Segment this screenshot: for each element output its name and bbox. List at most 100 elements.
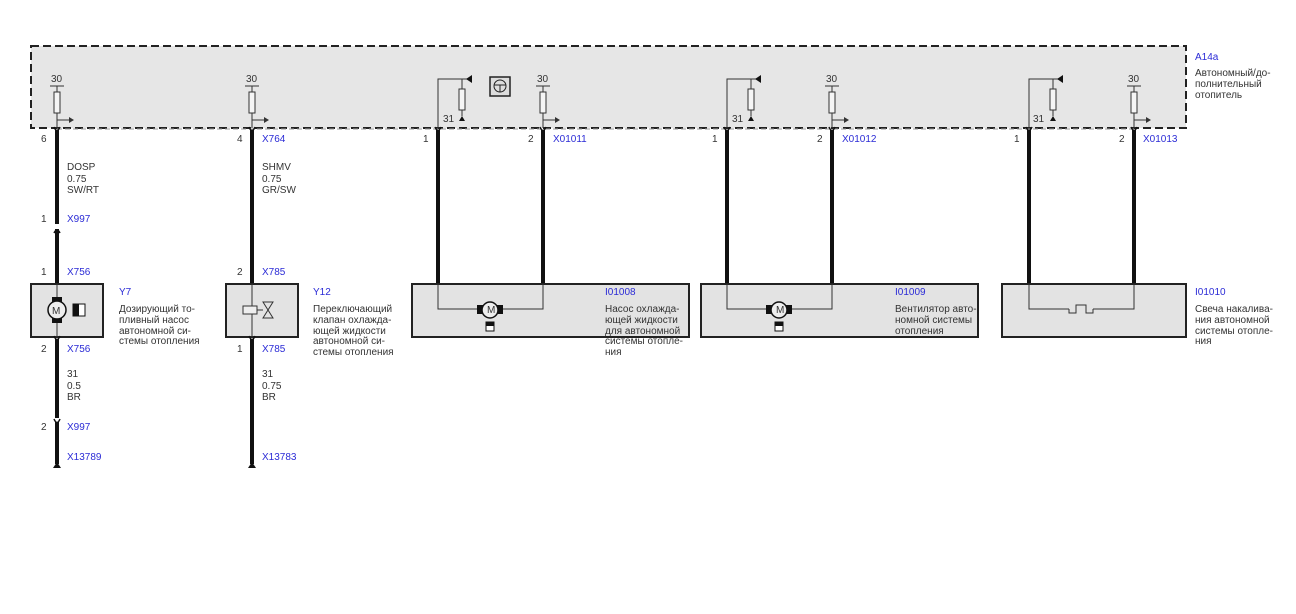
diagram-line (1028, 78, 1063, 128)
terminal-30-label: 30 (51, 74, 63, 85)
wire-color: GR/SW (262, 185, 296, 196)
component-box (411, 283, 690, 338)
connector-pin-icon (53, 418, 61, 424)
connector-id[interactable]: X01011 (553, 134, 587, 145)
motor-label: M (52, 306, 60, 317)
arrow-icon (1057, 75, 1063, 83)
ground-icon (748, 116, 754, 121)
terminal-30-label: 30 (537, 74, 549, 85)
diagram-line (437, 78, 472, 128)
pin-number: 2 (817, 134, 823, 145)
resistor-icon (248, 91, 256, 114)
connector-id[interactable]: X997 (67, 214, 91, 225)
component-desc: номной системы (895, 315, 972, 326)
component-id[interactable]: Y7 (119, 287, 132, 298)
motor-label: M (776, 305, 784, 316)
component-desc: автономной си- (119, 326, 191, 337)
wire-gauge: 0.75 (67, 174, 87, 185)
component-desc: отопления (895, 326, 944, 337)
wire-signal: DOSP (67, 162, 96, 173)
resistor-icon (458, 88, 466, 111)
pin-number: 2 (41, 344, 47, 355)
pin-number: 1 (1014, 134, 1020, 145)
module-desc: полнительный (1195, 79, 1262, 90)
arrow-icon (264, 117, 269, 123)
arrow-icon (69, 117, 74, 123)
arrow-icon (466, 75, 472, 83)
module-desc: отопитель (1195, 90, 1242, 101)
pin-number: 1 (712, 134, 718, 145)
motor-label: M (487, 305, 495, 316)
component-icon (775, 322, 783, 326)
component-box (700, 283, 979, 338)
terminal-30-label: 30 (826, 74, 838, 85)
component-box (1001, 283, 1187, 338)
motor-icon (47, 300, 67, 320)
component-id[interactable]: I01009 (895, 287, 926, 298)
pin-number: 4 (237, 134, 243, 145)
pin-number: 2 (528, 134, 534, 145)
resistor-icon (539, 91, 547, 114)
component-desc: автономной си- (313, 336, 385, 347)
ground-icon (1050, 116, 1056, 121)
wire-color: BR (67, 392, 81, 403)
pin-number: 1 (423, 134, 429, 145)
solenoid-icon (242, 305, 258, 315)
component-box (30, 283, 104, 338)
component-desc: Вентилятор авто- (895, 304, 977, 315)
sensor-icon (494, 84, 506, 92)
terminal-31-label: 31 (732, 114, 744, 125)
connector-id[interactable]: X01013 (1143, 134, 1178, 145)
component-desc: ния автономной (1195, 315, 1270, 326)
component-desc: Свеча накалива- (1195, 304, 1273, 315)
glow-plug-icon (1068, 304, 1094, 314)
terminal-31-label: 31 (443, 114, 455, 125)
component-desc: ющей жидкости (605, 315, 678, 326)
resistor-icon (1049, 88, 1057, 111)
wire-color: BR (262, 392, 276, 403)
module-id[interactable]: A14a (1195, 52, 1219, 63)
component-desc: пливный насос (119, 315, 189, 326)
resistor-icon (828, 91, 836, 114)
connector-id[interactable]: X764 (262, 134, 286, 145)
arrow-icon (755, 75, 761, 83)
component-desc: Переключающий (313, 304, 392, 315)
resistor-icon (53, 91, 61, 114)
component-desc: Дозирующий то- (119, 304, 195, 315)
resistor-icon (1130, 91, 1138, 114)
connector-id[interactable]: X997 (67, 422, 91, 433)
connector-id[interactable]: X756 (67, 267, 91, 278)
pin-number: 6 (41, 134, 47, 145)
pin-number: 2 (237, 267, 243, 278)
module-frame (30, 45, 1187, 129)
ground-id[interactable]: X13789 (67, 452, 102, 463)
connector-id[interactable]: X785 (262, 344, 286, 355)
component-icon (486, 322, 494, 326)
module-desc: Автономный/до- (1195, 68, 1271, 79)
connector-id[interactable]: X756 (67, 344, 91, 355)
arrow-icon (1146, 117, 1151, 123)
pin-number: 1 (41, 214, 47, 225)
component-desc: для автономной (605, 326, 680, 337)
component-desc: стемы отопления (313, 347, 394, 358)
pin-number: 2 (41, 422, 47, 433)
component-desc: клапан охлажда- (313, 315, 391, 326)
component-desc: системы отопле- (1195, 326, 1273, 337)
component-desc: системы отопле- (605, 336, 683, 347)
wire-signal: SHMV (262, 162, 291, 173)
motor-icon (770, 301, 788, 319)
component-id[interactable]: I01010 (1195, 287, 1226, 298)
component-id[interactable]: I01008 (605, 287, 636, 298)
valve-icon (262, 301, 274, 319)
wire-gauge: 0.75 (262, 174, 282, 185)
ground-icon (248, 462, 256, 468)
wire-color: SW/RT (67, 185, 99, 196)
component-desc: Насос охлажда- (605, 304, 680, 315)
connector-id[interactable]: X01012 (842, 134, 877, 145)
pin-number: 2 (1119, 134, 1125, 145)
ground-icon (53, 462, 61, 468)
ground-id[interactable]: X13783 (262, 452, 297, 463)
component-id[interactable]: Y12 (313, 287, 331, 298)
connector-id[interactable]: X785 (262, 267, 286, 278)
